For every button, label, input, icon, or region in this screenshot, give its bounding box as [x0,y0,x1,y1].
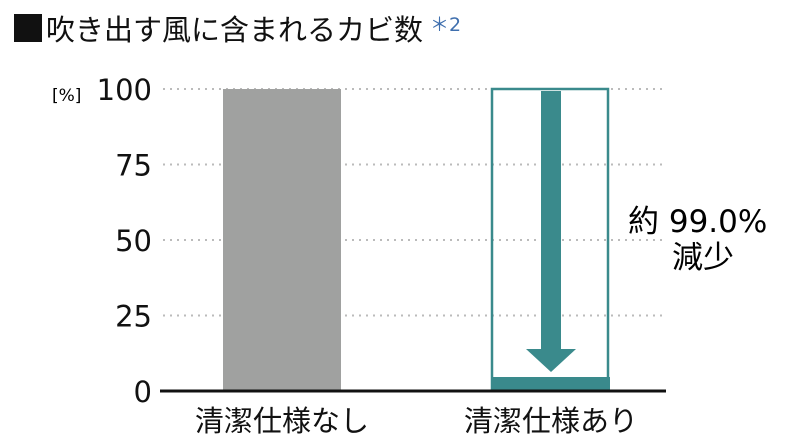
arrow-shaft [541,91,561,350]
y-tick-label: 50 [115,224,152,258]
x-axis-categories: 清潔仕様なし 清潔仕様あり [195,404,638,438]
bar-without-cleaning [223,89,341,391]
footnote-marker: ＊2 [430,13,462,36]
x-category-label: 清潔仕様あり [464,404,638,438]
y-tick-label: 75 [115,149,152,183]
arrow-down-icon [526,349,576,372]
chart-title: 吹き出す風に含まれるカビ数 ＊2 [14,8,461,48]
title-square-icon [14,14,42,42]
reduction-annotation-line2: 減少 [672,240,734,276]
chart-title-text: 吹き出す風に含まれるカビ数 [46,13,424,47]
x-category-label: 清潔仕様なし [195,404,369,438]
bars [223,87,610,391]
y-tick-label: 100 [97,73,152,107]
reduction-annotation-line1: 約 99.0% [628,204,767,240]
y-axis-ticks: 0 25 50 75 100 [97,73,152,409]
y-tick-label: 25 [115,300,152,334]
y-axis-unit-label: [%] [52,86,81,106]
y-tick-label: 0 [134,375,152,409]
bar-with-cleaning [492,377,610,391]
